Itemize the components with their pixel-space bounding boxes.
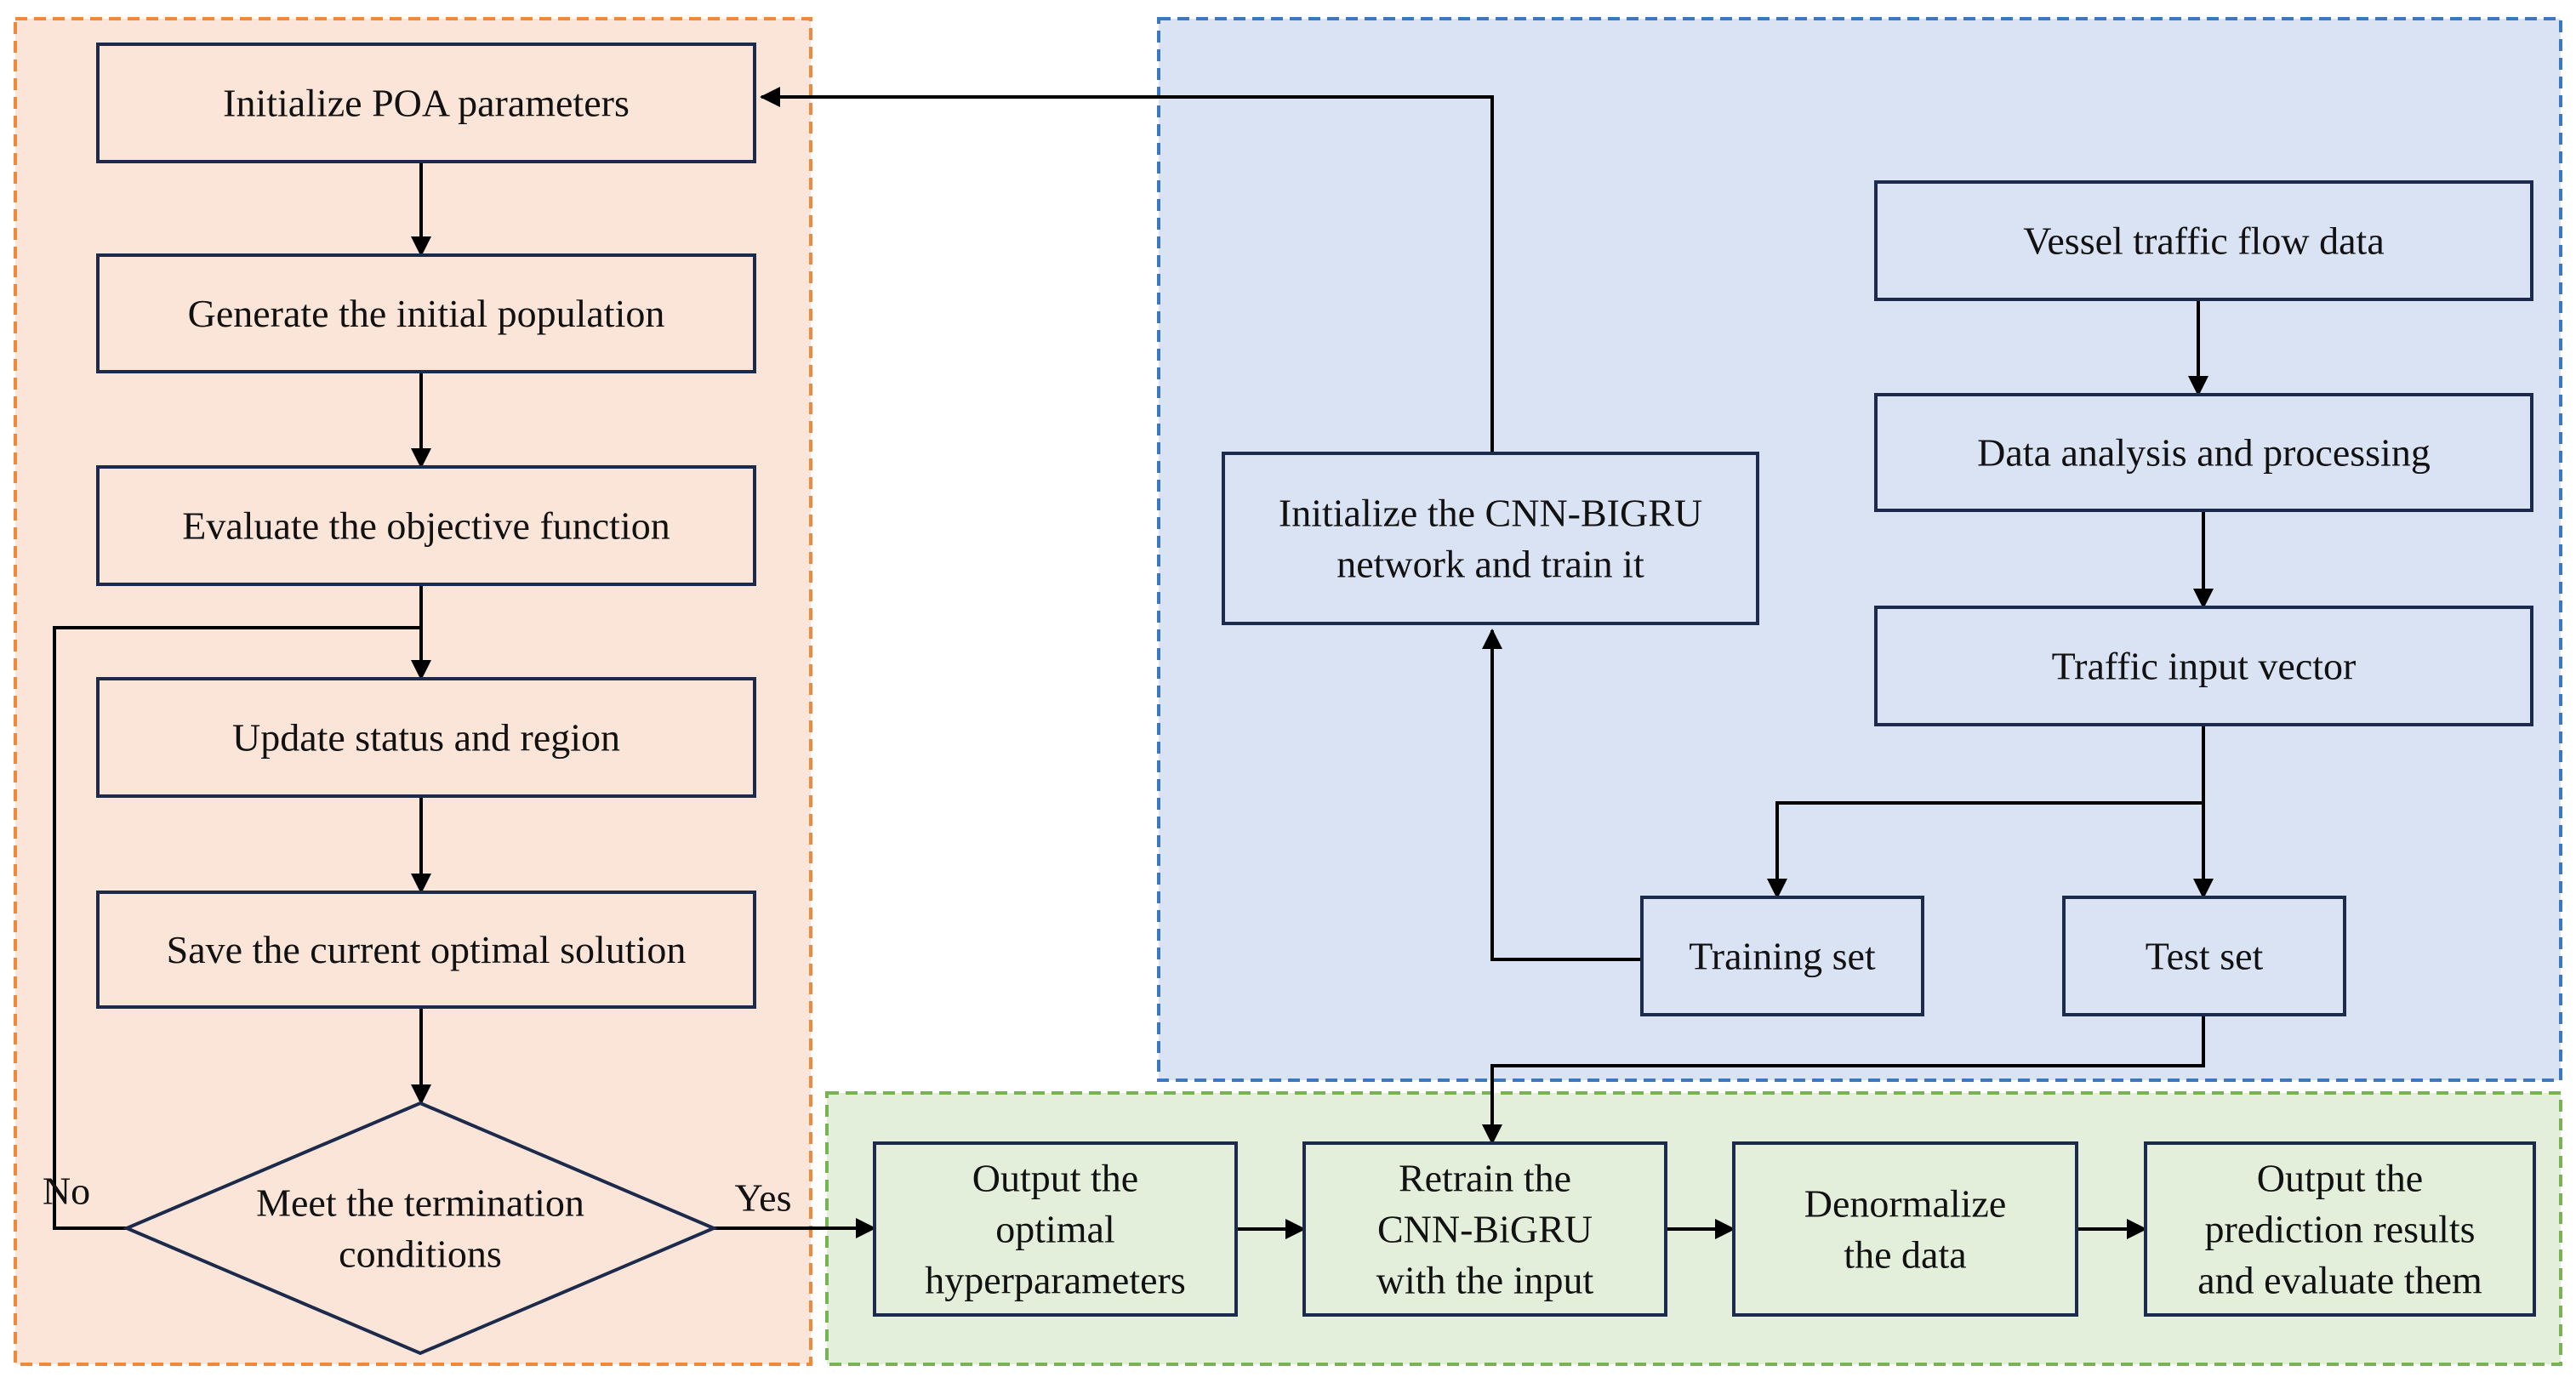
decision-diamond (122, 1101, 719, 1356)
node-box (2144, 1141, 2536, 1317)
node-out_hyper: Output the optimal hyperparameters (873, 1141, 1238, 1317)
node-test_set: Test set (2062, 896, 2346, 1016)
node-save: Save the current optimal solution (96, 891, 756, 1009)
node-box (96, 465, 756, 586)
node-label-line: Denormalize (1804, 1182, 2007, 1226)
node-label-line: Output the (972, 1157, 1138, 1200)
node-label-line: Test set (2146, 935, 2264, 978)
node-box (1302, 1141, 1667, 1317)
node-train_set: Training set (1640, 896, 1924, 1016)
edge-train_set-to-init_cnn (1482, 629, 1642, 961)
edge-label-e_yes: Yes (735, 1176, 792, 1220)
node-box (1640, 896, 1924, 1016)
node-box (96, 891, 756, 1009)
node-label-line: Vessel traffic flow data (2023, 219, 2385, 263)
node-init_poa: Initialize POA parameters (96, 43, 756, 163)
node-label-line: prediction results (2204, 1208, 2475, 1251)
node-label-line: conditions (339, 1232, 502, 1276)
edge-label-e_no_loop: No (43, 1170, 90, 1213)
node-eval_obj: Evaluate the objective function (96, 465, 756, 586)
edge-decision-to-update (53, 626, 421, 1230)
node-label-line: Traffic input vector (2052, 645, 2357, 688)
node-label-line: Save the current optimal solution (167, 928, 687, 971)
node-label-line: hyperparameters (925, 1259, 1186, 1302)
node-box (873, 1141, 1238, 1317)
node-box (1874, 606, 2533, 726)
node-vessel: Vessel traffic flow data (1874, 180, 2533, 301)
node-box (96, 253, 756, 373)
node-box (96, 677, 756, 798)
node-label-line: Update status and region (232, 716, 620, 760)
node-label-line: Meet the termination (256, 1181, 584, 1225)
node-label-line: Initialize the CNN-BIGRU (1279, 492, 1702, 535)
node-decision: Meet the termination conditions (122, 1101, 719, 1356)
node-label-line: Output the (2257, 1157, 2423, 1200)
node-box (1222, 452, 1759, 625)
edge-test_set-to-retrain (1482, 1015, 2205, 1145)
node-label-line: Training set (1689, 935, 1876, 978)
node-box (1874, 393, 2533, 512)
edge-init_cnn-to-init_poa (760, 87, 1494, 453)
node-label-line: Initialize POA parameters (223, 82, 630, 125)
node-label-line: network and train it (1336, 543, 1644, 586)
node-out_pred: Output the prediction results and evaluate… (2144, 1141, 2536, 1317)
node-init_cnn: Initialize the CNN-BIGRU network and trai… (1222, 452, 1759, 625)
node-label-line: Generate the initial population (188, 292, 665, 335)
node-label-line: and evaluate them (2197, 1259, 2482, 1302)
node-analysis: Data analysis and processing (1874, 393, 2533, 512)
node-label-line: Retrain the (1399, 1157, 1571, 1200)
node-label-line: the data (1844, 1233, 1966, 1277)
node-label-line: Evaluate the objective function (182, 504, 670, 548)
node-update: Update status and region (96, 677, 756, 798)
node-label-line: Data analysis and processing (1977, 431, 2431, 475)
node-label-line: with the input (1376, 1259, 1594, 1302)
node-box (2062, 896, 2346, 1016)
node-label-line: CNN-BiGRU (1377, 1208, 1593, 1251)
node-box (1874, 180, 2533, 301)
node-input_vec: Traffic input vector (1874, 606, 2533, 726)
node-box (1732, 1141, 2078, 1317)
node-label-line: optimal (995, 1208, 1115, 1251)
node-gen_pop: Generate the initial population (96, 253, 756, 373)
node-denorm: Denormalize the data (1732, 1141, 2078, 1317)
node-box (96, 43, 756, 163)
